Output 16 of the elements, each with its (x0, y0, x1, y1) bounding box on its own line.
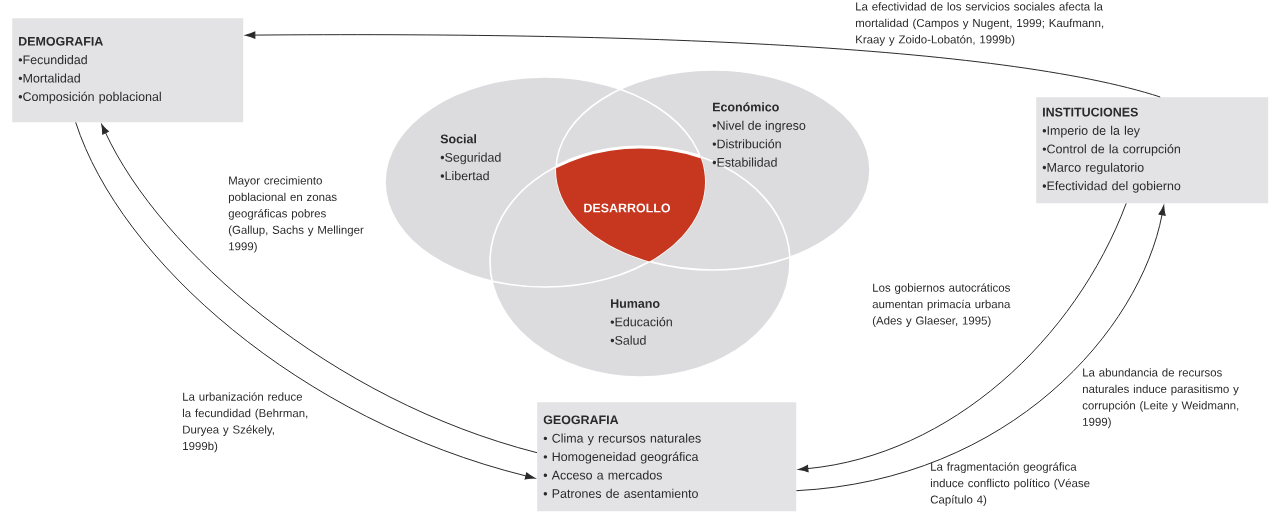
curved-arrow (795, 205, 1166, 492)
curved-arrow (245, 31, 1161, 98)
info-box: GEOGRAFIA • Clima y recursos naturales • Homogeneidad geográfica • Acceso a mercados • Patrones de asentamiento (537, 402, 797, 512)
venn-label: Humano •Educación •Salud (610, 299, 672, 345)
note-text: La fragmentación geográfica induce conflicto político (Véase Capítulo 4) (930, 462, 1090, 506)
edge-label: Mayor crecimiento poblacional en zonas geográficas pobres (Gallup, Sachs y Mellinger 1999) (228, 176, 364, 253)
center-label: DESARROLLO (584, 203, 671, 213)
info-box: INSTITUCIONES •Imperio de la ley •Control de la corrupción •Marco regulatorio •Efectividad del gobierno (1036, 97, 1269, 204)
edge-label: La efectividad de los servicios sociales afecta la mortalidad (Campos y Nugent, 1999; Kaufmann, Kraay y Zoido-Lobatón, 1999b) (855, 2, 1104, 46)
curved-arrow (798, 202, 1127, 473)
venn-label: Económico •Nivel de ingreso •Distribución •Estabilidad (712, 102, 806, 167)
edge-label: Los gobiernos autocráticos aumentan primacía urbana (Ades y Glaeser, 1995) (872, 283, 1011, 327)
venn-label: Social •Seguridad •Libertad (440, 134, 501, 181)
edge-label: La urbanización reduce la fecundidad (Behrman, Duryea y Székely, 1999b) (183, 392, 308, 453)
info-box: DEMOGRAFIA •Fecundidad •Mortalidad •Composición poblacional (12, 18, 244, 123)
edge-label: La abundancia de recursos naturales induce parasitismo y corrupción (Leite y Weidmann, 1999) (1082, 368, 1239, 429)
